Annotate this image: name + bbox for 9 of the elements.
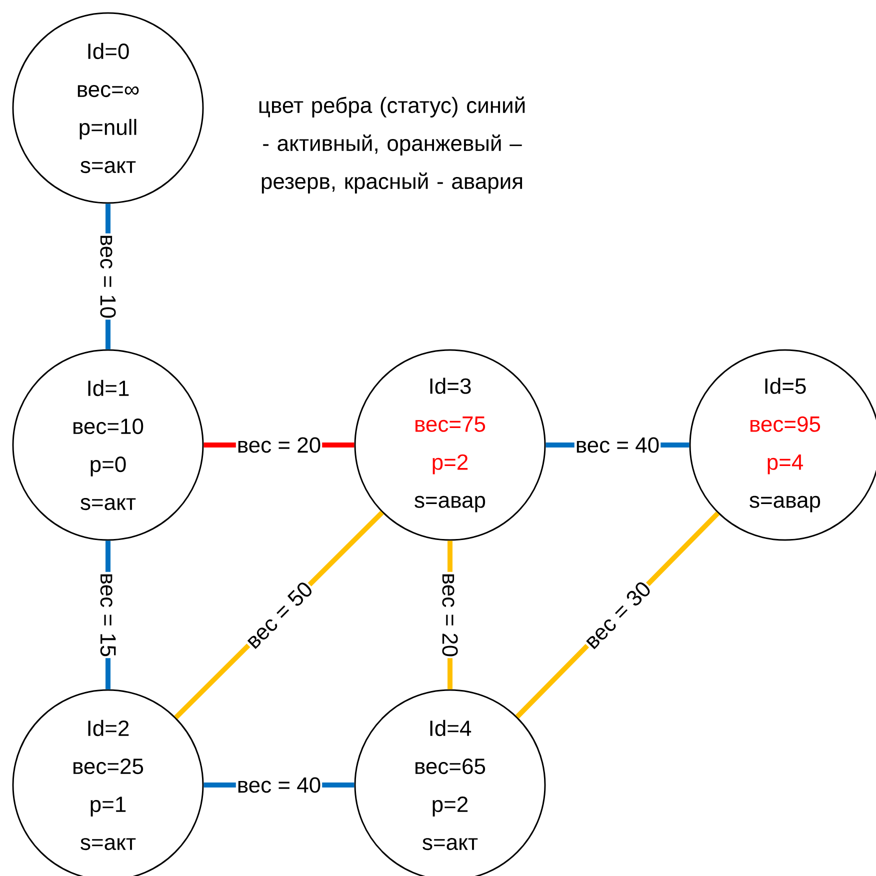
edge-label: вес = 15 (99, 572, 117, 658)
note-text: цвет ребра (статус) синий - активный, оранжевый – резерв, красный - авария (259, 96, 525, 194)
edge-label: вес = 40 (574, 436, 661, 454)
edge-label: вес = 50 (242, 578, 316, 652)
edge-label: вес = 30 (581, 578, 654, 652)
edge-label: вес = 10 (99, 233, 117, 320)
edge-label: вес = 20 (441, 572, 459, 658)
edge-label: вес = 20 (236, 436, 322, 454)
edge-label: вес = 40 (236, 776, 322, 794)
